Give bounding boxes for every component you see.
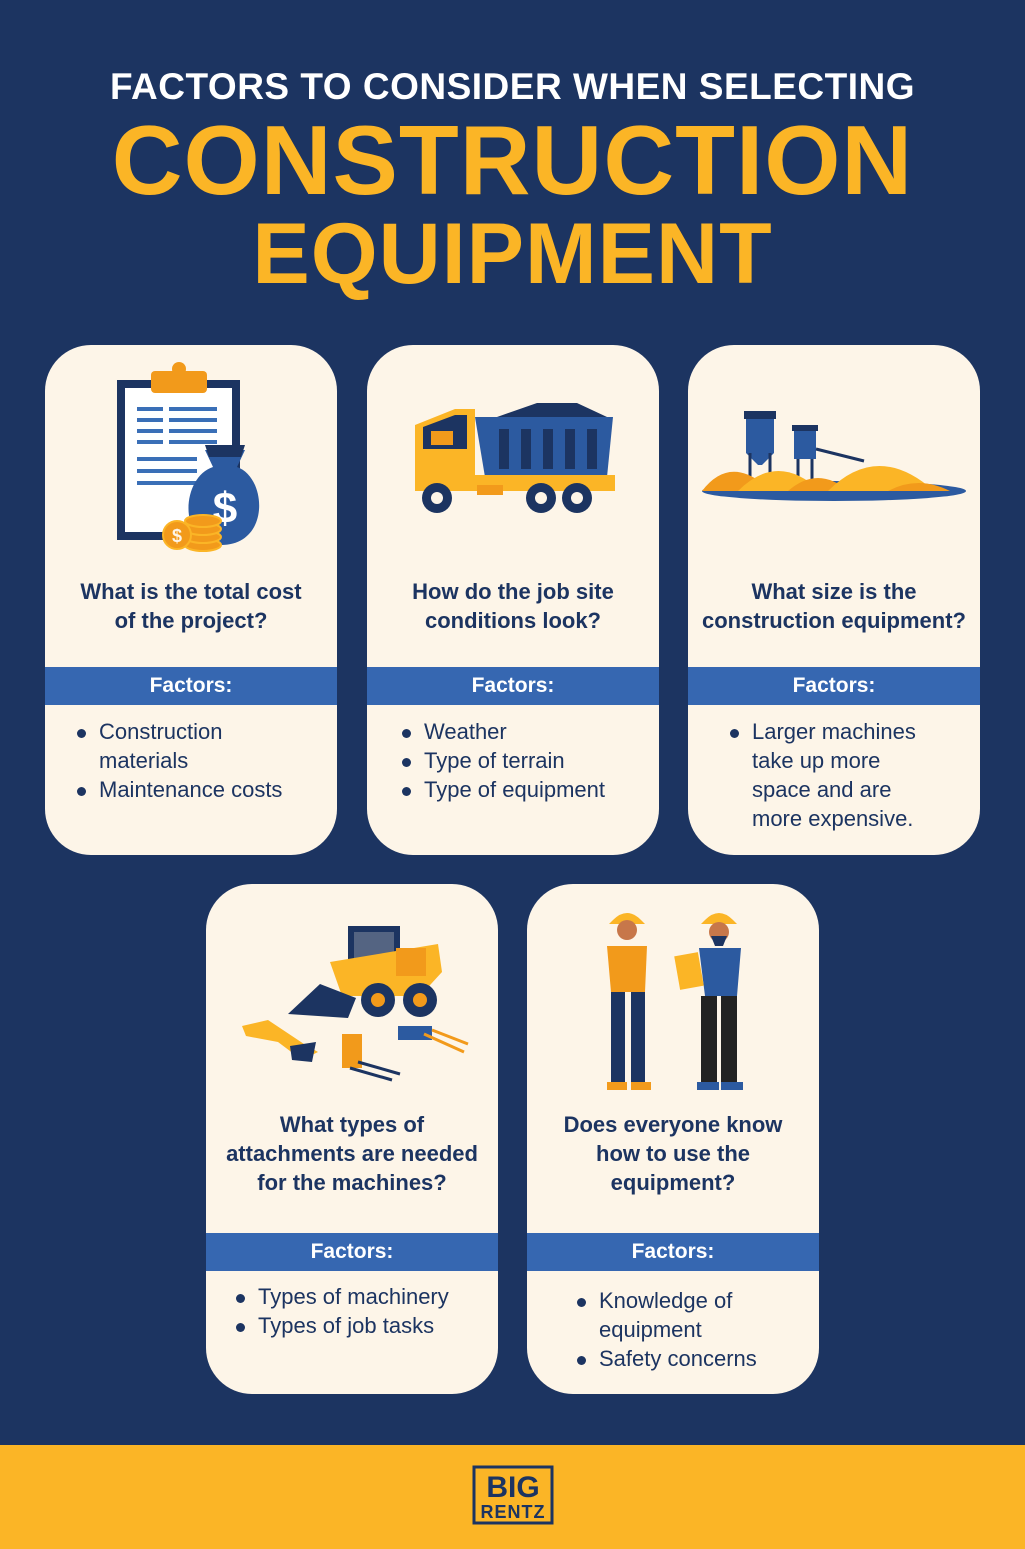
card-training: Does everyone know how to use the equipm… <box>527 884 819 1394</box>
page-subtitle: FACTORS TO CONSIDER WHEN SELECTING <box>109 66 916 107</box>
dump-truck-icon <box>415 403 615 513</box>
factors-label: Factors: <box>45 667 337 705</box>
silos-sand-piles-icon <box>702 411 966 501</box>
factors-label: Factors: <box>688 667 980 705</box>
svg-text:RENTZ: RENTZ <box>481 1502 546 1522</box>
factors-label: Factors: <box>206 1233 498 1271</box>
factors-label: Factors: <box>367 667 659 705</box>
factors-label: Factors: <box>527 1233 819 1271</box>
card-question: What size is the construction equipment? <box>702 579 966 633</box>
list-item: Types of job tasks <box>234 1311 449 1340</box>
card-attachments: What types of attachments are needed for… <box>206 884 498 1394</box>
svg-text:$: $ <box>172 526 182 546</box>
card-question: How do the job site conditions look? <box>412 579 614 633</box>
card-total-cost: $ $ What is the total cost of the projec… <box>45 345 337 855</box>
card-job-site-conditions: How do the job site conditions look? Fac… <box>367 345 659 855</box>
clipboard-money-bag-icon: $ $ <box>117 362 260 552</box>
list-item: Safety concerns <box>575 1344 757 1373</box>
list-item: Type of terrain <box>400 746 605 775</box>
svg-text:BIG: BIG <box>486 1471 539 1504</box>
factors-list: Weather Type of terrain Type of equipmen… <box>400 717 605 804</box>
skid-steer-attachments-icon <box>242 926 469 1082</box>
factors-list: Types of machinery Types of job tasks <box>234 1282 449 1340</box>
list-item: Type of equipment <box>400 775 605 804</box>
bigrentz-logo: BIG RENTZ <box>472 1465 554 1525</box>
workers-icon <box>607 913 743 1090</box>
page-title-line-1: CONSTRUCTION <box>111 105 914 215</box>
list-item: Maintenance costs <box>75 775 282 804</box>
card-question: What types of attachments are needed for… <box>226 1112 478 1195</box>
footer: BIG RENTZ <box>0 1445 1025 1549</box>
card-equipment-size: What size is the construction equipment?… <box>688 345 980 855</box>
card-question: Does everyone know how to use the equipm… <box>563 1112 783 1195</box>
page-title-line-2: EQUIPMENT <box>252 206 773 302</box>
list-item: Types of machinery <box>234 1282 449 1311</box>
card-question: What is the total cost of the project? <box>80 579 302 633</box>
list-item: Weather <box>400 717 605 746</box>
